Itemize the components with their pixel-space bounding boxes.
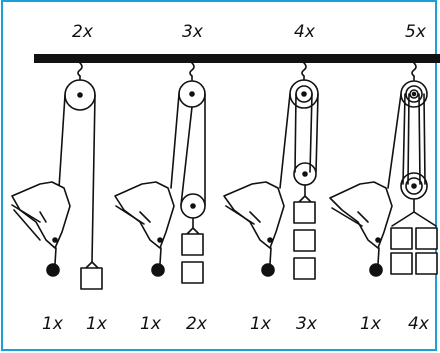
top-label-2: 3x [182, 22, 203, 42]
load-box [181, 233, 204, 256]
load-box [390, 227, 413, 250]
pulley-system-1 [11, 62, 103, 290]
rope [58, 94, 66, 189]
effort-weight [261, 263, 275, 277]
load-label-1: 1x [86, 314, 107, 334]
effort-label-3: 1x [250, 314, 271, 334]
ceiling-beam [34, 54, 440, 63]
top-label-4: 5x [405, 22, 426, 42]
pulley-system-2 [114, 62, 206, 284]
effort-label-4: 1x [360, 314, 381, 334]
effort-label-1: 1x [42, 314, 63, 334]
load-box [390, 252, 413, 275]
top-label-1: 2x [72, 22, 93, 42]
load-label-2: 2x [186, 314, 207, 334]
load-box [181, 261, 204, 284]
load-label-3: 3x [296, 314, 317, 334]
load-box [415, 227, 438, 250]
hand-icon [114, 181, 175, 249]
top-label-3: 4x [294, 22, 315, 42]
effort-weight [46, 263, 60, 277]
pulley-system-3 [223, 62, 319, 280]
effort-label-2: 1x [140, 314, 161, 334]
rope [91, 94, 96, 263]
effort-weight [369, 263, 383, 277]
effort-weight [151, 263, 165, 277]
load-box [415, 252, 438, 275]
load-box [293, 201, 316, 224]
load-box [293, 229, 316, 252]
load-box [80, 267, 103, 290]
load-label-4: 4x [408, 314, 429, 334]
load-box [293, 257, 316, 280]
pulley-system-4 [329, 62, 438, 277]
